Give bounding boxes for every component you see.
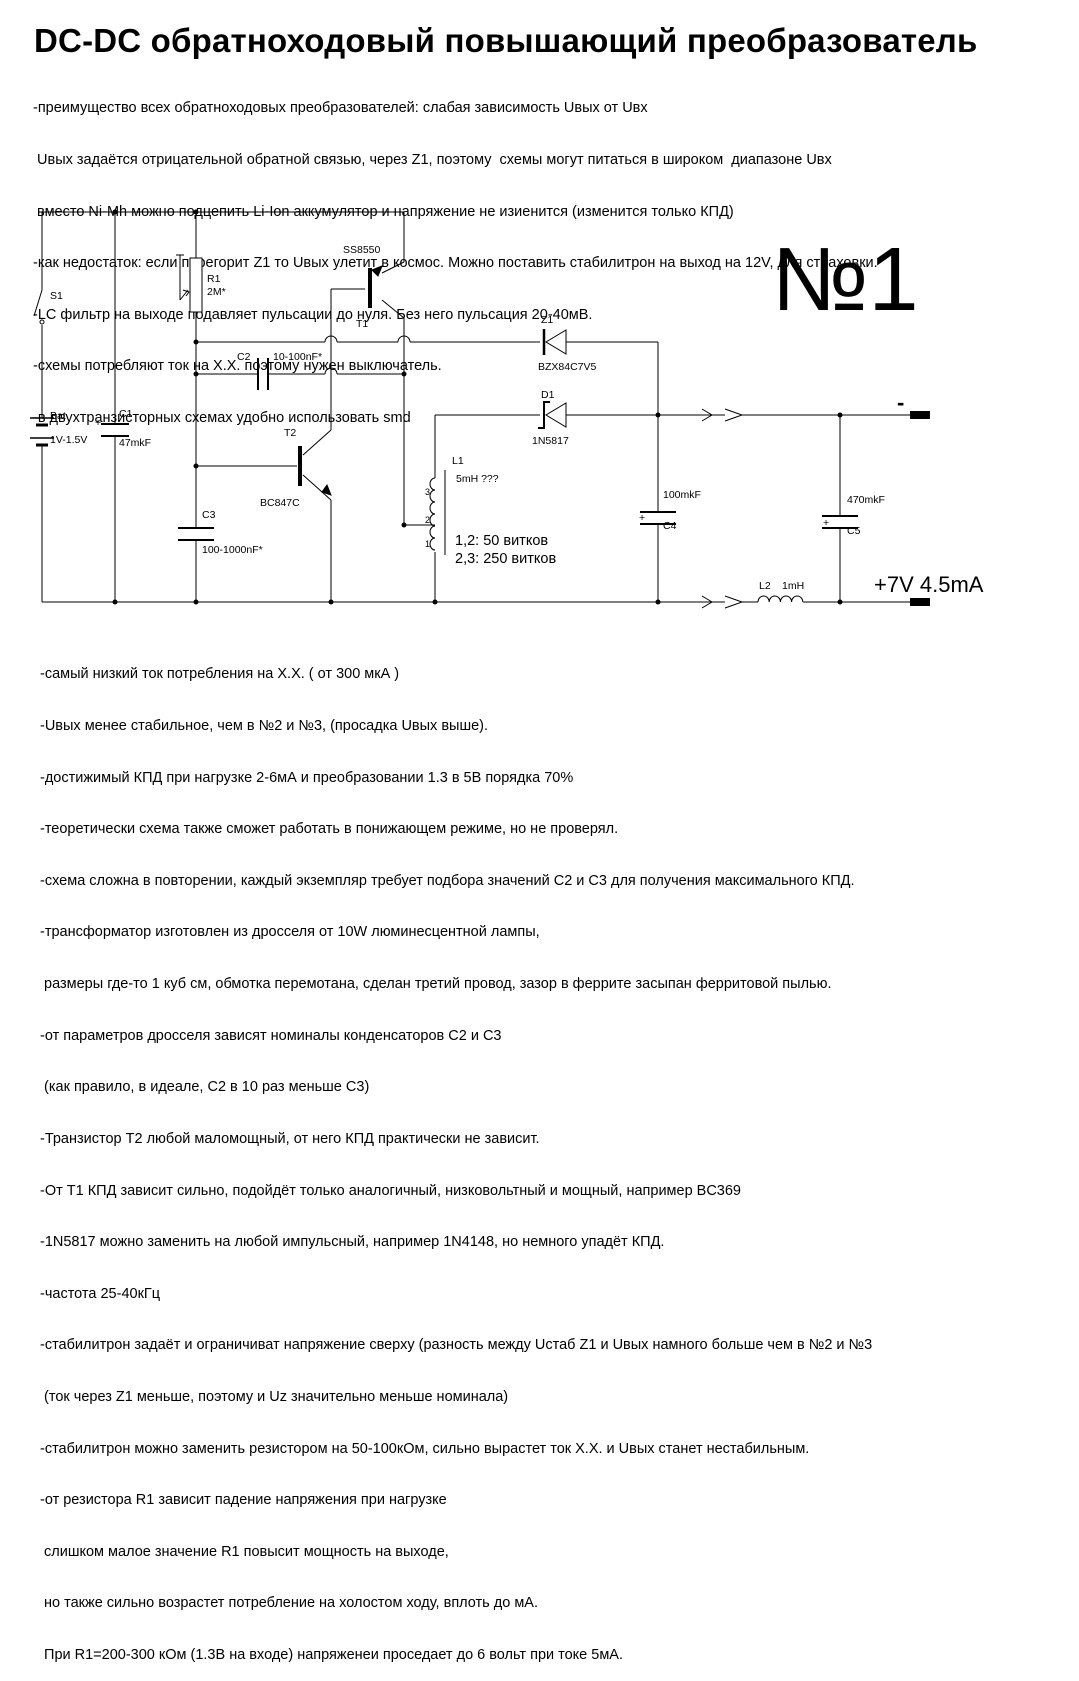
note-line: размеры где-то 1 куб см, обмотка перемот… [40, 976, 832, 993]
capacitor-c4 [640, 511, 676, 525]
output-terminals [910, 411, 930, 606]
note-line: -От Т1 КПД зависит сильно, подойдёт толь… [40, 1182, 741, 1199]
plus-c5: + [823, 517, 829, 529]
plus-c4: + [639, 512, 645, 524]
label-l1: L1 [452, 455, 464, 467]
note-line: -достижимый КПД при нагрузке 2-6мА и пре… [40, 769, 574, 786]
label-z1-type: BZX84C7V5 [538, 361, 597, 373]
label-output-minus: - [897, 390, 904, 415]
label-t2: T2 [284, 427, 296, 439]
junctions [112, 209, 843, 605]
note-line: (как правило, в идеале, С2 в 10 раз мень… [40, 1079, 370, 1096]
zener-z1 [542, 329, 567, 355]
note-line: (ток через Z1 меньше, поэтому и Uz значи… [40, 1388, 509, 1405]
label-c1-value: 47mkF [119, 437, 151, 449]
label-c4-value: 100mkF [663, 489, 701, 501]
label-c3: C3 [202, 509, 216, 521]
note-line: слишком малое значение R1 повысит мощнос… [40, 1543, 449, 1560]
note-line: -преимущество всех обратноходовых преобр… [33, 100, 648, 117]
inductor-l2 [757, 595, 804, 603]
transistor-t1 [368, 265, 383, 308]
capacitor-c5 [822, 515, 858, 529]
inductor-l1 [429, 470, 446, 555]
label-c2-value: 10-100nF* [273, 351, 322, 363]
bottom-notes: -самый низкий ток потребления на Х.Х. ( … [40, 632, 872, 1681]
label-c2: C2 [237, 351, 251, 363]
label-r1-value: 2M* [207, 286, 226, 298]
note-line: -Транзистор Т2 любой маломощный, от него… [40, 1130, 540, 1147]
note-line: -частота 25-40кГц [40, 1285, 161, 1302]
note-line: -1N5817 можно заменить на любой импульсн… [40, 1234, 665, 1251]
label-pin3: 3 [425, 487, 430, 497]
label-c1: C1 [119, 408, 133, 420]
label-c5-value: 470mkF [847, 494, 885, 506]
switch-s1 [33, 289, 45, 325]
label-d1-type: 1N5817 [532, 435, 569, 447]
label-output: +7V 4.5mA [874, 572, 984, 597]
note-line: При R1=200-300 кОм (1.3В на входе) напря… [40, 1646, 624, 1663]
note-line: -от резистора R1 зависит падение напряже… [40, 1492, 447, 1509]
wires [41, 211, 918, 603]
note-line: -стабилитрон можно заменить резистором н… [40, 1440, 810, 1457]
label-s1: S1 [50, 290, 63, 302]
note-line: но также сильно возрастет потребление на… [40, 1595, 538, 1612]
diode-d1 [538, 401, 567, 429]
label-t1: T1 [356, 318, 368, 330]
note-line: -трансформатор изготовлен из дросселя от… [40, 924, 540, 941]
schematic-diagram: №1 S1 Bat 1V-1.5V C1 47mkF + R1 2M* SS85… [30, 209, 984, 609]
capacitor-c3 [178, 527, 214, 541]
connector-chevrons [701, 408, 744, 609]
schematic-number: №1 [772, 230, 919, 330]
transistor-t2 [298, 446, 332, 496]
label-c4: C4 [663, 520, 677, 532]
label-bat-value: 1V-1.5V [50, 434, 87, 446]
label-d1: D1 [541, 389, 555, 401]
label-winding-12: 1,2: 50 витков [455, 533, 548, 549]
label-c5: C5 [847, 525, 861, 537]
note-line: -от параметров дросселя зависят номиналы… [40, 1027, 502, 1044]
note-line: -Uвых менее стабильное, чем в №2 и №3, (… [40, 718, 488, 735]
label-z1: Z1 [541, 314, 553, 326]
page-title: DC-DC обратноходовый повышающий преобраз… [34, 22, 978, 59]
label-t2-type: BC847C [260, 497, 300, 509]
top-notes: -преимущество всех обратноходовых преобр… [33, 66, 878, 444]
note-line: -стабилитрон задаёт и ограничиват напряж… [40, 1337, 873, 1354]
label-l1-value: 5mH ??? [456, 473, 499, 485]
resistor-r1 [176, 254, 203, 313]
label-pin2: 2 [425, 515, 430, 525]
note-line: Uвых задаётся отрицательной обратной свя… [33, 152, 832, 169]
note-line: -схема сложна в повторении, каждый экзем… [40, 872, 855, 889]
battery-bat [30, 417, 54, 447]
note-line: -самый низкий ток потребления на Х.Х. ( … [40, 666, 400, 683]
label-winding-23: 2,3: 250 витков [455, 551, 556, 567]
label-t1-type: SS8550 [343, 244, 381, 256]
label-r1: R1 [207, 273, 221, 285]
label-pin1: 1 [425, 539, 430, 549]
plus-c1: + [95, 417, 101, 429]
label-bat: Bat [50, 410, 66, 422]
note-line: -теоретически схема также сможет работат… [40, 821, 619, 838]
label-l2: L2 [759, 580, 771, 592]
note-line: -LC фильтр на выходе подавляет пульсации… [33, 306, 593, 323]
capacitor-c2 [257, 358, 269, 390]
label-c3-value: 100-1000nF* [202, 544, 263, 556]
capacitor-c1 [101, 423, 129, 437]
label-l2-value: 1mH [782, 580, 804, 592]
